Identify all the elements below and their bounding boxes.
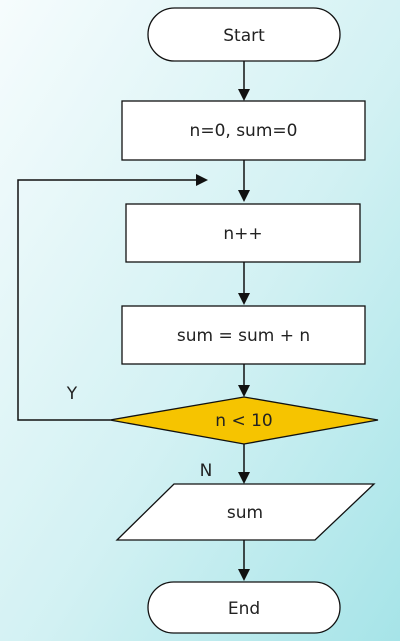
increment-label: n++ (223, 224, 262, 244)
output-label: sum (227, 503, 263, 523)
loop-back-connector (17, 174, 208, 421)
no-label: N (200, 461, 213, 481)
accumulate-label: sum = sum + n (177, 326, 310, 346)
start-label: Start (223, 26, 265, 46)
decision-label: n < 10 (215, 411, 272, 431)
decision-diamond: n < 10 (109, 396, 379, 445)
end-label: End (228, 599, 260, 619)
end-terminal: End (147, 581, 341, 634)
yes-label: Y (66, 384, 78, 404)
init-label: n=0, sum=0 (190, 121, 298, 141)
output-parallelogram: sum (115, 483, 376, 541)
start-terminal: Start (147, 7, 341, 62)
init-process-box: n=0, sum=0 (121, 100, 366, 161)
increment-process-box: n++ (125, 203, 361, 263)
accumulate-process-box: sum = sum + n (121, 305, 366, 365)
